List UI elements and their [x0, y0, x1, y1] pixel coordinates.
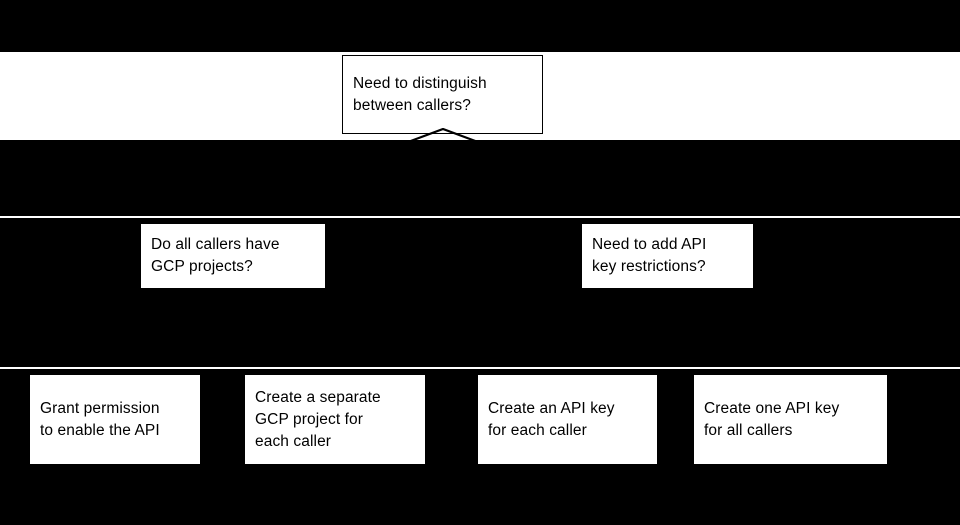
node-do-all-callers-have-gcp-projects[interactable]: Do all callers have GCP projects?	[141, 224, 325, 288]
node-need-to-distinguish-callers[interactable]: Need to distinguish between callers?	[342, 55, 543, 134]
node-need-to-add-api-key-restrictions[interactable]: Need to add API key restrictions?	[582, 224, 753, 288]
node-label: Do all callers have GCP projects?	[151, 236, 280, 275]
node-create-one-api-key-for-all-callers[interactable]: Create one API key for all callers	[694, 375, 887, 464]
node-label: Create an API key for each caller	[488, 399, 615, 439]
connector-root-branch	[406, 128, 480, 144]
node-label: Create a separate GCP project for each c…	[255, 388, 381, 450]
node-create-an-api-key-for-each-caller[interactable]: Create an API key for each caller	[478, 375, 657, 464]
background-band-bottom	[0, 367, 960, 369]
node-create-a-separate-gcp-project[interactable]: Create a separate GCP project for each c…	[245, 375, 425, 464]
node-label: Need to distinguish between callers?	[353, 74, 487, 114]
node-grant-permission-to-enable-the-api[interactable]: Grant permission to enable the API	[30, 375, 200, 464]
background-band-middle	[0, 216, 960, 218]
node-label: Need to add API key restrictions?	[592, 236, 707, 275]
node-label: Create one API key for all callers	[704, 399, 840, 439]
node-label: Grant permission to enable the API	[40, 399, 160, 439]
